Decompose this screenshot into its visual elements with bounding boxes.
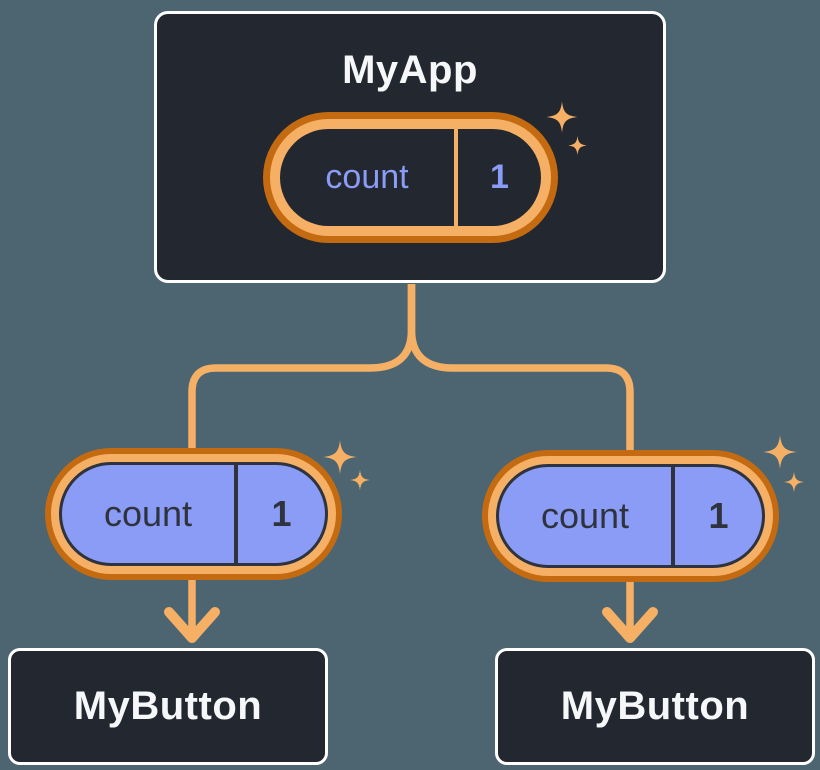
prop-pill-left-body: count 1 bbox=[59, 462, 328, 566]
state-value-label: 1 bbox=[490, 158, 509, 196]
prop-pill-left: count 1 bbox=[45, 448, 342, 580]
prop-pill-right-body: count 1 bbox=[496, 464, 765, 568]
sparkle-icon bbox=[323, 440, 357, 474]
pill-divider bbox=[671, 467, 675, 565]
arrow-down-right-icon bbox=[602, 607, 658, 643]
prop-pill-right: count 1 bbox=[482, 450, 779, 582]
node-mybutton-left: MyButton bbox=[8, 648, 328, 765]
sparkle-icon bbox=[783, 471, 805, 493]
prop-name-label: count bbox=[540, 495, 630, 536]
prop-value-label: 1 bbox=[708, 495, 729, 536]
state-pill-myapp-body: count 1 bbox=[280, 129, 541, 226]
state-pill-myapp-ring: count 1 bbox=[270, 119, 551, 236]
node-myapp-title: MyApp bbox=[342, 48, 478, 92]
node-mybutton-right: MyButton bbox=[495, 648, 815, 765]
state-name-label: count bbox=[325, 158, 409, 196]
state-pill-myapp: count 1 bbox=[263, 112, 558, 243]
node-mybutton-right-title: MyButton bbox=[560, 684, 750, 728]
arrow-down-left-icon bbox=[164, 607, 220, 643]
sparkle-icon bbox=[349, 469, 371, 491]
node-mybutton-left-title: MyButton bbox=[73, 684, 263, 728]
prop-pill-left-ring: count 1 bbox=[51, 454, 336, 574]
pill-divider bbox=[454, 129, 458, 226]
prop-name-label: count bbox=[103, 493, 193, 534]
prop-value-label: 1 bbox=[271, 493, 292, 534]
prop-pill-right-ring: count 1 bbox=[488, 456, 773, 576]
sparkle-icon bbox=[763, 435, 797, 469]
